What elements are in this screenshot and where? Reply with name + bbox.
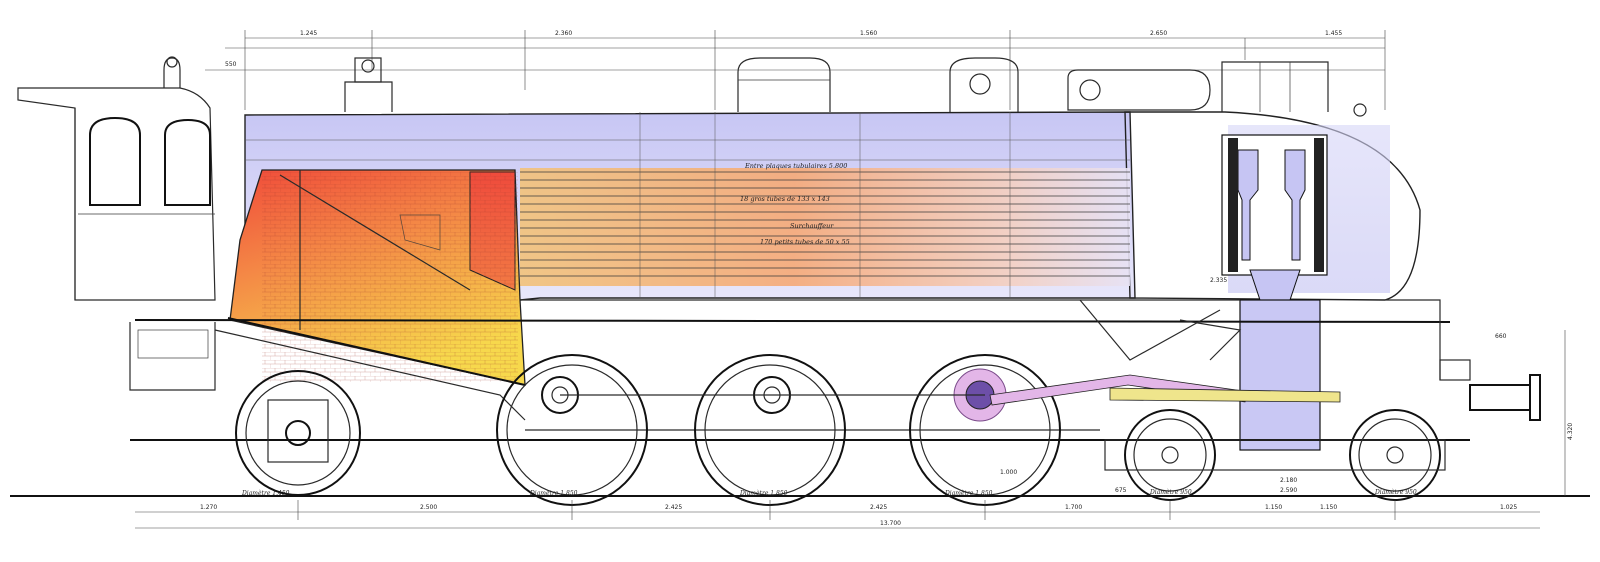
dim-bottom-7: 1.150 xyxy=(1320,504,1337,511)
label-large-tubes: 18 gros tubes de 133 x 143 xyxy=(740,195,830,203)
bottom-dimension-lines xyxy=(10,330,1590,529)
piston-rod xyxy=(1109,387,1341,403)
dim-bottom-3: 2.425 xyxy=(665,504,682,511)
dim-small-1: 675 xyxy=(1115,487,1127,494)
cylinder-block xyxy=(1239,299,1321,451)
dim-bottom-4: 2.425 xyxy=(870,504,887,511)
dim-small-2: 2.590 xyxy=(1280,487,1297,494)
firebox xyxy=(214,169,526,421)
smokebox-internals xyxy=(1221,134,1328,451)
dim-top-small: 550 xyxy=(225,61,237,68)
cab-window-left xyxy=(89,116,141,206)
wheel-label-coupled-2: Diamètre 1.850 xyxy=(739,490,788,497)
smokebox xyxy=(1124,111,1421,301)
dim-buffer: 660 xyxy=(1495,333,1507,340)
dim-rail-ref: 1.000 xyxy=(1000,469,1017,476)
dim-small-3: 2.180 xyxy=(1280,477,1297,484)
wheel-label-bogie-1: Diamètre 950 xyxy=(1149,489,1192,496)
dim-overall-length: 13.700 xyxy=(880,520,901,527)
cab-window-right xyxy=(164,118,211,206)
label-cylinder-note: 2.335 xyxy=(1210,277,1227,284)
bogie-wheel-2 xyxy=(1349,409,1441,501)
blastpipe-right xyxy=(1284,149,1306,261)
wheel-label-coupled-1: Diamètre 1.850 xyxy=(529,490,578,497)
label-tube-plates: Entre plaques tubulaires 5.800 xyxy=(744,162,847,170)
top-fittings xyxy=(344,57,1367,117)
top-dimension-lines xyxy=(205,30,1386,110)
dim-bottom-1: 1.270 xyxy=(200,504,217,511)
dim-top-4: 2.650 xyxy=(1150,30,1167,37)
wheel-label-bogie-2: Diamètre 950 xyxy=(1374,489,1417,496)
feedwater-heater xyxy=(1067,69,1211,111)
safety-valves xyxy=(344,81,393,112)
dim-bottom-5: 1.700 xyxy=(1065,504,1082,511)
cab xyxy=(17,56,216,301)
tube-lines xyxy=(520,171,1130,277)
dim-top-1: 1.245 xyxy=(300,30,317,37)
buffer xyxy=(1469,384,1531,411)
blastpipe-left xyxy=(1237,149,1259,261)
top-feed-valve xyxy=(949,57,1019,112)
steam-dome xyxy=(737,57,831,112)
dim-bottom-2: 2.500 xyxy=(420,504,437,511)
wheel-label-coupled-3: Diamètre 1.850 xyxy=(944,490,993,497)
label-small-tubes: 170 petits tubes de 50 x 55 xyxy=(760,238,850,246)
chimney xyxy=(1221,61,1329,112)
trailing-wheel xyxy=(235,370,361,496)
bogie-wheel-1 xyxy=(1124,409,1216,501)
label-superheater: Surchauffeur xyxy=(790,222,834,230)
dim-bottom-8: 1.025 xyxy=(1500,504,1517,511)
dim-bottom-6: 1.150 xyxy=(1265,504,1282,511)
wheel-label-trailing: Diamètre 1.450 xyxy=(241,490,290,497)
dim-top-5: 1.455 xyxy=(1325,30,1342,37)
dim-top-3: 1.560 xyxy=(860,30,877,37)
dim-top-2: 2.360 xyxy=(555,30,572,37)
motion xyxy=(560,299,1341,406)
dim-right-height: 4.320 xyxy=(1567,423,1574,440)
